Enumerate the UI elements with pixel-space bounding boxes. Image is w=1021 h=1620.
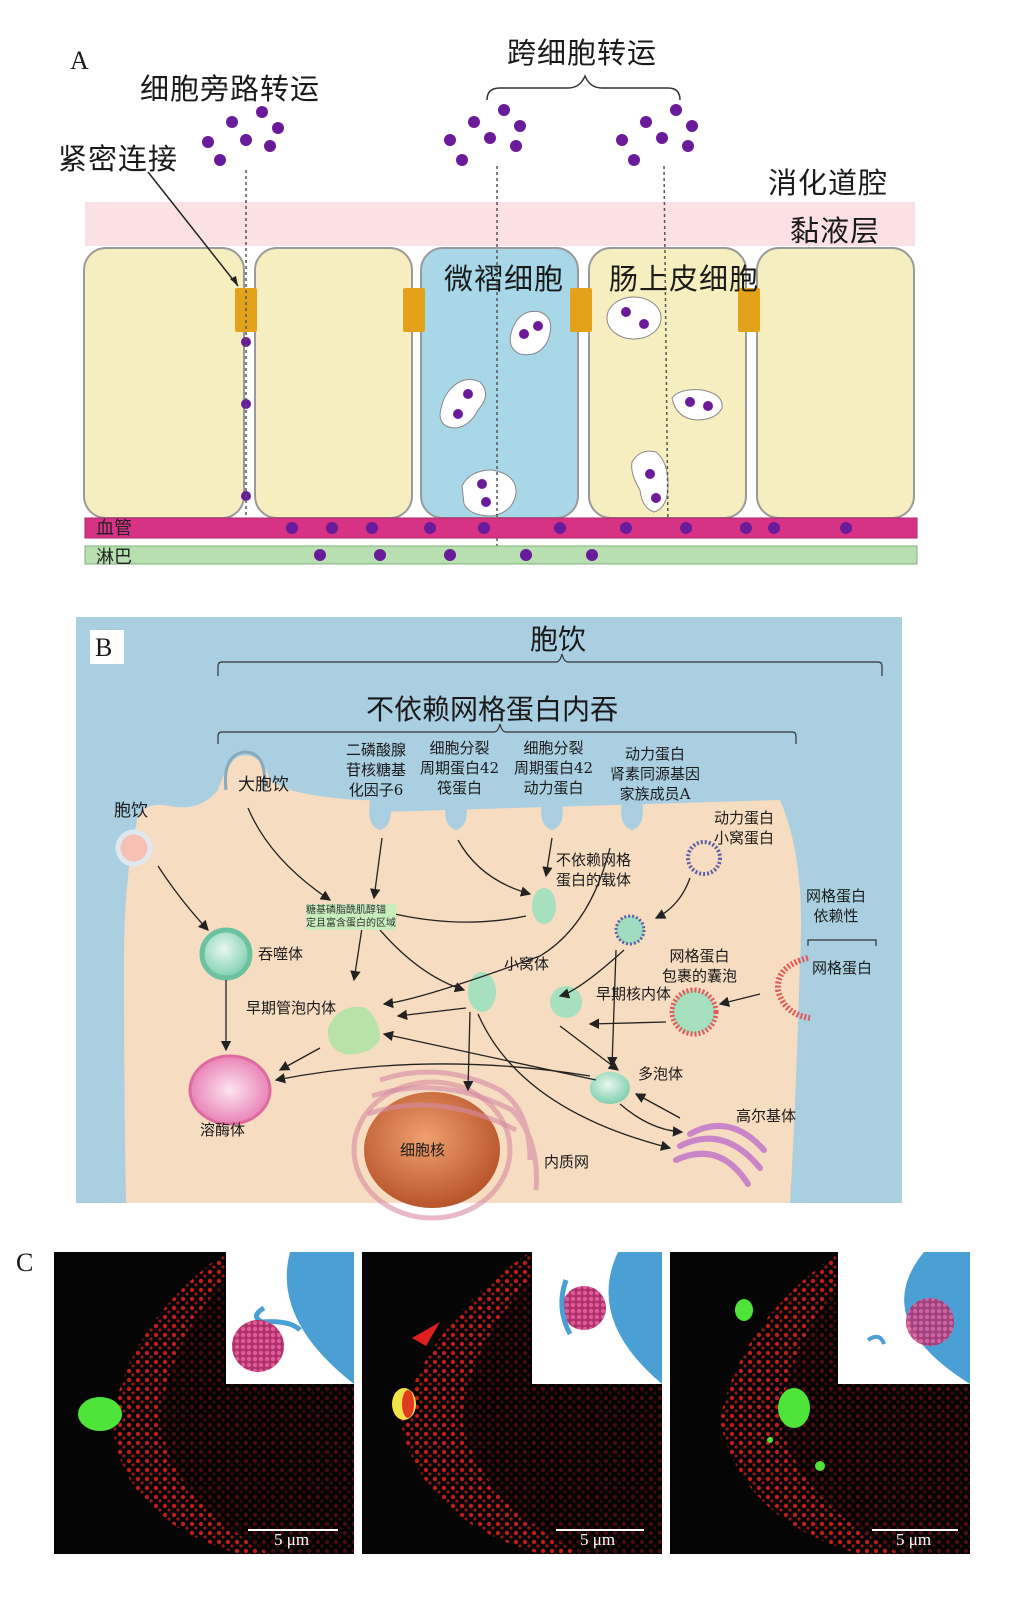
mucus-layer	[85, 202, 915, 246]
arf6-label: 二磷酸腺苷核糖基化因子6	[346, 741, 407, 799]
clathrin-independent-brace	[217, 723, 797, 744]
paracellular-label: 细胞旁路转运	[140, 72, 321, 106]
lymph-label: 淋巴	[96, 547, 132, 568]
clathrin-independent-title: 不依赖网格蛋白内吞	[366, 693, 619, 726]
transcellular-path-e	[663, 165, 669, 527]
vesicle	[671, 389, 723, 421]
vesicle	[439, 379, 486, 429]
clathrin-label: 网格蛋白	[812, 959, 873, 977]
panel-a-graphic	[83, 74, 918, 565]
early-endosome-label: 早期核内体	[596, 985, 672, 1003]
pinocytosis-left-label: 胞饮	[114, 801, 148, 821]
panel-b-graphic	[76, 617, 902, 1221]
tight-junction-label: 紧密连接	[58, 142, 179, 176]
clathrin-coated-vesicle	[669, 987, 719, 1037]
micrograph-2	[362, 1252, 662, 1554]
clic-label: 不依赖网格蛋白的载体	[556, 851, 632, 889]
vesicle	[606, 296, 662, 340]
ccv-label: 网格蛋白包裹的囊泡	[662, 947, 738, 985]
gpi-label: 糖基磷脂酰肌醇锚定且富含蛋白的区域	[306, 904, 396, 930]
micrograph-1	[54, 1252, 354, 1554]
m-cell-label: 微褶细胞	[444, 262, 565, 296]
caveosome-label: 小窝体	[504, 955, 550, 973]
micrograph-3	[670, 1252, 970, 1554]
clic-carrier	[532, 888, 556, 924]
blood-label: 血管	[96, 518, 132, 539]
lysosome	[188, 1054, 272, 1126]
particle-cluster	[444, 104, 526, 166]
mucus-label: 黏液层	[790, 214, 881, 248]
early-tubular-label: 早期管泡内体	[246, 999, 337, 1017]
particle-cluster	[616, 104, 698, 166]
tight-junction-pointer	[147, 171, 239, 287]
tight-junction	[738, 288, 760, 332]
panel-b-letter: B	[95, 633, 113, 662]
phagosome	[199, 927, 253, 981]
caveolae-pit	[686, 840, 722, 876]
enterocyte-label: 肠上皮细胞	[609, 262, 760, 296]
pinocytosis-vesicle	[115, 829, 153, 867]
lysosome-label: 溶酶体	[200, 1121, 246, 1139]
panel-a-letter: A	[70, 46, 89, 75]
dynamin-caveolin-label: 动力蛋白小窝蛋白	[714, 809, 775, 847]
lumen-label: 消化道腔	[768, 166, 889, 200]
caveosome	[468, 972, 496, 1012]
nucleus-label: 细胞核	[400, 1141, 446, 1159]
tight-junction	[403, 288, 425, 332]
caveolae	[614, 914, 646, 946]
golgi	[673, 1123, 767, 1187]
early-tubular-endosome	[327, 1006, 380, 1055]
scale-bar-label: 5 μm	[896, 1530, 932, 1549]
clathrin-dependent-brace	[807, 939, 877, 946]
scale-bar-label: 5 μm	[274, 1530, 310, 1549]
clathrin-pit	[774, 955, 811, 1021]
transcellular-label: 跨细胞转运	[507, 36, 658, 70]
er-label: 内质网	[544, 1153, 590, 1171]
mvb-label: 多泡体	[638, 1065, 684, 1083]
scale-bar-label: 5 μm	[580, 1530, 616, 1549]
panel-c-letter: C	[16, 1248, 34, 1277]
nucleus	[364, 1092, 500, 1208]
particle-cluster	[202, 106, 284, 166]
clathrin-dependent-label: 网格蛋白依赖性	[806, 887, 867, 925]
endoplasmic-reticulum	[367, 1069, 539, 1191]
multivesicular-body	[590, 1072, 630, 1104]
transcellular-brace	[486, 74, 681, 101]
vesicle	[461, 469, 517, 517]
golgi-label: 高尔基体	[736, 1107, 797, 1125]
lymph-vessel	[84, 545, 918, 565]
pinocytosis-brace	[217, 653, 883, 676]
tight-junction	[570, 288, 592, 332]
cytoplasm	[124, 755, 802, 1203]
phagosome-label: 吞噬体	[258, 945, 304, 963]
dynamin-rhoa-label: 动力蛋白肾素同源基因家族成员A	[610, 745, 701, 803]
macropinocytosis-label: 大胞饮	[238, 775, 289, 795]
early-endosome	[550, 986, 582, 1018]
pinocytosis-title: 胞饮	[530, 623, 587, 656]
